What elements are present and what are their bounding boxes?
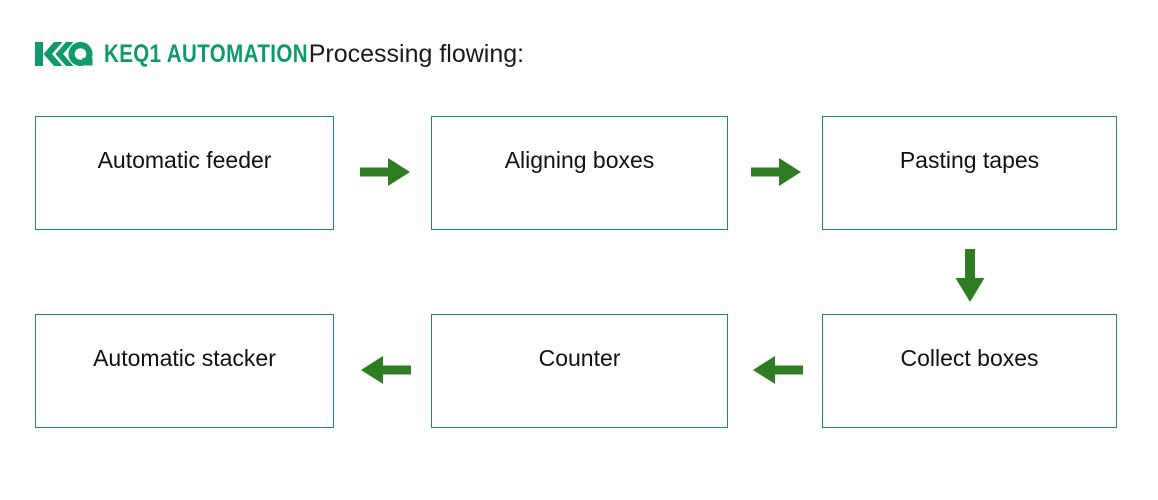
- arrow-right-icon: [749, 150, 803, 194]
- flow-box-label: Pasting tapes: [899, 146, 1040, 173]
- flow-box-label: Automatic feeder: [97, 146, 272, 173]
- arrow-right-icon: [358, 150, 412, 194]
- flow-box-pasting-tapes[interactable]: Pasting tapes: [822, 116, 1117, 230]
- flow-box-automatic-feeder[interactable]: Automatic feeder: [35, 116, 334, 230]
- arrow-down-icon: [948, 247, 992, 304]
- arrow-left-icon: [751, 348, 805, 392]
- flow-box-automatic-stacker[interactable]: Automatic stacker: [35, 314, 334, 428]
- page-title: Processing flowing:: [308, 39, 525, 68]
- flow-box-label: Collect boxes: [900, 344, 1039, 371]
- arrow-left-icon: [359, 348, 413, 392]
- flow-box-collect-boxes[interactable]: Collect boxes: [822, 314, 1117, 428]
- page-header: KEQ1 AUTOMATION Processing flowing:: [35, 33, 524, 75]
- flow-box-aligning-boxes[interactable]: Aligning boxes: [431, 116, 728, 230]
- kkq-logo-icon: [35, 41, 93, 67]
- flow-box-label: Automatic stacker: [93, 344, 276, 371]
- flow-box-counter[interactable]: Counter: [431, 314, 728, 428]
- flow-box-label: Aligning boxes: [504, 146, 655, 173]
- brand-name: KEQ1 AUTOMATION: [104, 39, 308, 68]
- flow-box-label: Counter: [538, 344, 621, 371]
